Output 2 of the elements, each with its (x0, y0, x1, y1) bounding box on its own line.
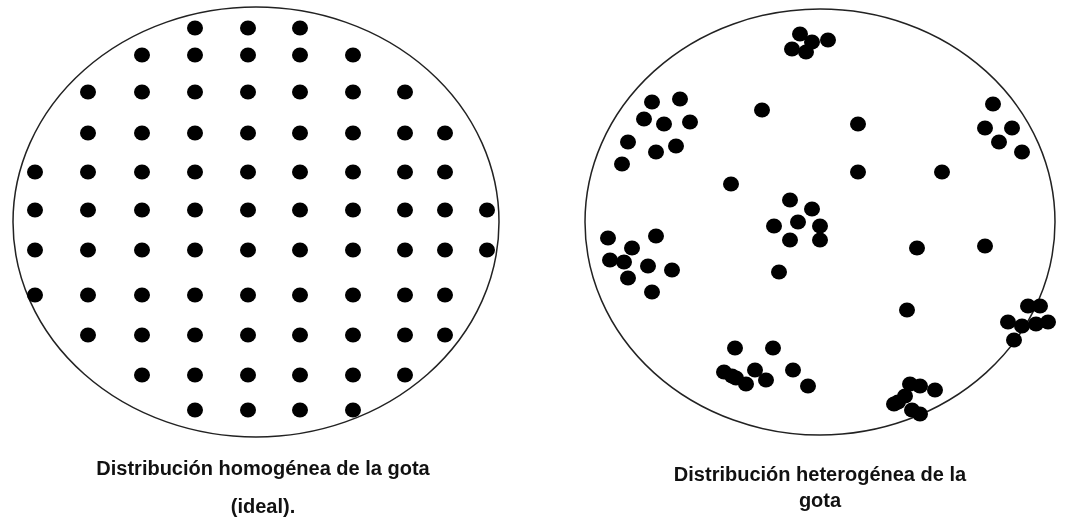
node-label: Distribución homogénea de la gota (ideal). (95, 456, 431, 519)
node-label: Distribución heterogénea de la gota (672, 462, 968, 513)
